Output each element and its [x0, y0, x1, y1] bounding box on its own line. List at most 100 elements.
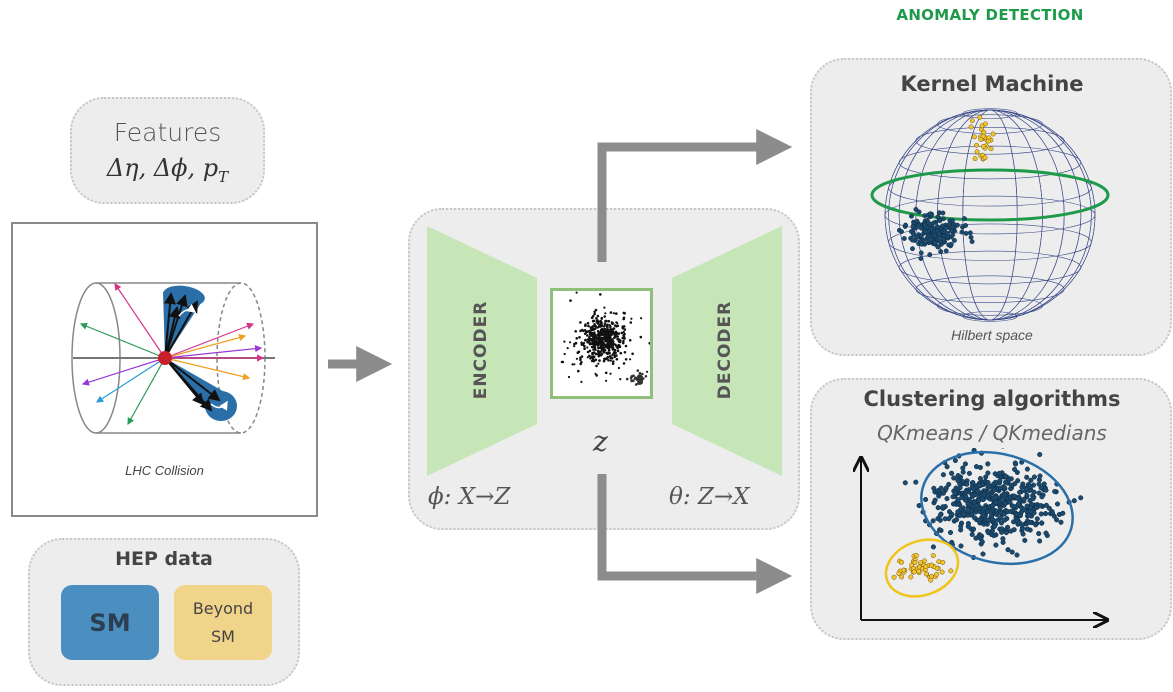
latent-point [592, 359, 596, 363]
bsm-cluster-point [939, 569, 945, 575]
sm-cluster-point [1034, 504, 1040, 511]
sm-cluster-point [998, 515, 1004, 521]
sm-cluster-point [965, 507, 971, 513]
latent-point [622, 362, 626, 365]
latent-point [618, 340, 622, 344]
sm-event-point [925, 220, 931, 226]
latent-point [575, 337, 579, 340]
latent-point [609, 311, 613, 314]
sm-cluster-point [1000, 539, 1006, 545]
sm-cluster-point [1039, 494, 1045, 500]
sm-cluster-point [961, 511, 967, 517]
sm-cluster-point [1039, 520, 1045, 526]
sm-cluster-point [1021, 507, 1027, 513]
sm-cluster-point [952, 490, 958, 496]
bsm-cluster-point [913, 553, 919, 559]
latent-point [603, 348, 607, 352]
encoder-shape [427, 226, 537, 476]
bsm-label-line2: SM [211, 626, 235, 646]
sm-event-point [927, 252, 933, 258]
latent-point [598, 332, 601, 336]
latent-point [582, 330, 585, 333]
latent-outlier-point [629, 376, 633, 380]
sm-cluster-point [938, 485, 944, 491]
latent-point [606, 340, 609, 344]
latent-point [592, 355, 596, 358]
bsm-event-point [974, 149, 980, 155]
sm-event-point [918, 250, 924, 256]
sm-cluster-point [985, 479, 991, 486]
latent-point [593, 312, 596, 316]
latent-point [628, 339, 632, 342]
sm-event-point [927, 211, 933, 217]
sm-cluster-point [969, 531, 975, 538]
sm-cluster-point [1001, 485, 1008, 491]
sm-cluster-point [952, 457, 958, 464]
latent-point [608, 324, 611, 327]
features-panel [70, 97, 265, 204]
sm-event-point [909, 213, 914, 219]
latent-point [575, 357, 578, 360]
latent-point [620, 331, 624, 335]
sm-cluster-point [937, 527, 943, 533]
latent-point [615, 332, 618, 335]
blue-cluster-boundary [920, 450, 1074, 566]
sm-cluster-point [1008, 528, 1014, 534]
latent-point [583, 347, 586, 350]
latent-point [623, 328, 627, 331]
sm-cluster-point [1031, 489, 1037, 495]
sm-cluster-point [1038, 485, 1044, 491]
latent-point [586, 346, 589, 349]
sm-cluster-point [1060, 510, 1066, 516]
latent-point [609, 372, 612, 375]
sm-cluster-point [1021, 496, 1027, 502]
bsm-cluster-point [930, 553, 936, 559]
sm-event-point [918, 233, 924, 239]
sm-cluster-point [962, 461, 968, 467]
bsm-event-point [968, 124, 974, 130]
sm-cluster-point [955, 497, 961, 503]
latent-point [561, 360, 564, 363]
latent-point [630, 317, 633, 320]
sm-cluster-point [1017, 489, 1023, 495]
sm-cluster-point [930, 544, 936, 550]
bsm-cluster-point [929, 562, 934, 568]
bsm-event-point [990, 131, 996, 137]
sm-cluster-point [977, 464, 983, 471]
latent-point [600, 348, 604, 351]
sm-cluster-point [1027, 483, 1033, 489]
decoder-label: DECODER [715, 300, 735, 400]
latent-point [617, 366, 620, 370]
sm-cluster-point [1026, 512, 1032, 518]
latent-point [580, 355, 584, 358]
sm-cluster-point [923, 496, 929, 503]
latent-point [593, 333, 597, 337]
sm-event-point [938, 249, 944, 255]
latent-point [607, 337, 610, 340]
sm-cluster-point [930, 518, 936, 524]
latent-point [604, 312, 607, 315]
latent-point [597, 362, 600, 365]
latent-point [631, 352, 634, 356]
sm-cluster-point [985, 517, 991, 523]
sm-cluster-point [1027, 519, 1033, 525]
latent-point [604, 338, 608, 342]
latent-point [595, 317, 598, 320]
latent-outlier-point [639, 374, 642, 378]
sm-event-point [910, 223, 916, 229]
sm-cluster-point [1036, 531, 1042, 537]
sm-cluster-point [1054, 517, 1060, 523]
latent-point [609, 339, 612, 342]
latent-point [586, 356, 589, 359]
sm-cluster-point [950, 501, 957, 507]
sm-cluster-point [940, 490, 946, 496]
latent-point [563, 340, 566, 343]
sm-cluster-point [972, 515, 978, 521]
latent-point [579, 358, 582, 362]
sm-cluster-point [1005, 547, 1011, 553]
sm-cluster-point [943, 485, 949, 491]
sm-event-point [911, 232, 917, 238]
sm-event-point [937, 239, 943, 245]
latent-point [606, 330, 610, 333]
latent-point [594, 335, 598, 339]
